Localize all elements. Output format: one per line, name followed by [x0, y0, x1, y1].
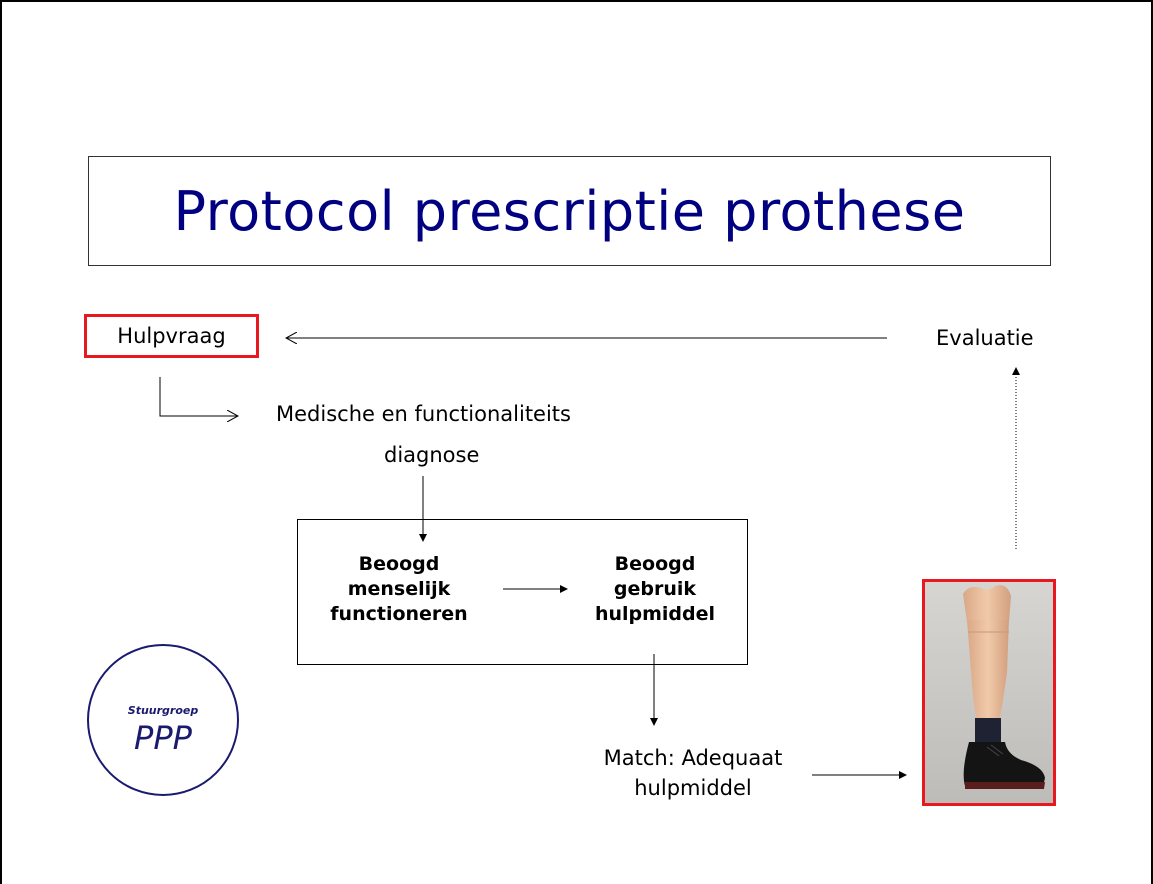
gebruik-line2: gebruik: [613, 578, 697, 600]
logo-text-small: Stuurgroep: [127, 704, 199, 717]
match-line1: Match: Adequaat: [603, 746, 783, 770]
diagnose-label-line2: diagnose: [384, 443, 480, 467]
gebruik-line3: hulpmiddel: [594, 603, 716, 625]
diagnose-label-line1: Medische en functionaliteits: [276, 402, 571, 426]
match-line2: hulpmiddel: [634, 776, 752, 800]
slide-title: Protocol prescriptie prothese: [173, 179, 966, 243]
slide-border-left: [0, 0, 2, 884]
match-label: Match: Adequaat hulpmiddel: [588, 743, 798, 803]
menselijk-line2: menselijk: [347, 578, 451, 600]
menselijk-line3: functioneren: [330, 603, 468, 625]
menselijk-functioneren-label: Beoogd menselijk functioneren: [324, 552, 474, 627]
arrow-hulpvraag-to-diagnose: [159, 377, 238, 416]
logo-text-big: PPP: [134, 719, 192, 757]
hulpvraag-box: Hulpvraag: [84, 314, 259, 358]
prosthesis-image: [925, 582, 1053, 803]
evaluatie-label: Evaluatie: [936, 326, 1034, 350]
prosthesis-photo: [922, 579, 1056, 806]
slide-border-top: [0, 0, 1153, 2]
stuurgroep-ppp-logo: Stuurgroep PPP: [87, 644, 239, 796]
functioning-box: [297, 519, 748, 665]
menselijk-line1: Beoogd: [358, 553, 440, 575]
title-box: Protocol prescriptie prothese: [88, 156, 1051, 266]
gebruik-line1: Beoogd: [614, 553, 696, 575]
hulpvraag-label: Hulpvraag: [117, 324, 226, 348]
slide-border-right: [1151, 0, 1153, 884]
gebruik-hulpmiddel-label: Beoogd gebruik hulpmiddel: [580, 552, 730, 627]
